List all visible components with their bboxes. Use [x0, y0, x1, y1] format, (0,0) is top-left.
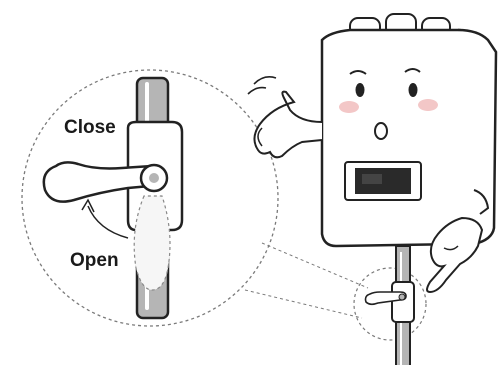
- open-label: Open: [70, 250, 119, 271]
- right-cheek: [418, 99, 438, 111]
- pipe-small: [366, 246, 415, 365]
- left-eye: [356, 83, 365, 97]
- left-cheek: [339, 101, 359, 113]
- right-eye: [409, 83, 418, 97]
- zoom-connector-top: [262, 243, 368, 288]
- curved-arrow-icon: [82, 200, 128, 238]
- boiler-body: [322, 30, 474, 246]
- zoom-connector-bottom: [245, 290, 362, 318]
- waving-hand: [248, 77, 322, 157]
- valve-location-circle: [354, 268, 426, 340]
- valve-lever-open-ghost: [134, 196, 170, 290]
- mouth: [375, 123, 387, 139]
- boiler-character: [322, 14, 496, 246]
- close-label: Close: [64, 117, 116, 138]
